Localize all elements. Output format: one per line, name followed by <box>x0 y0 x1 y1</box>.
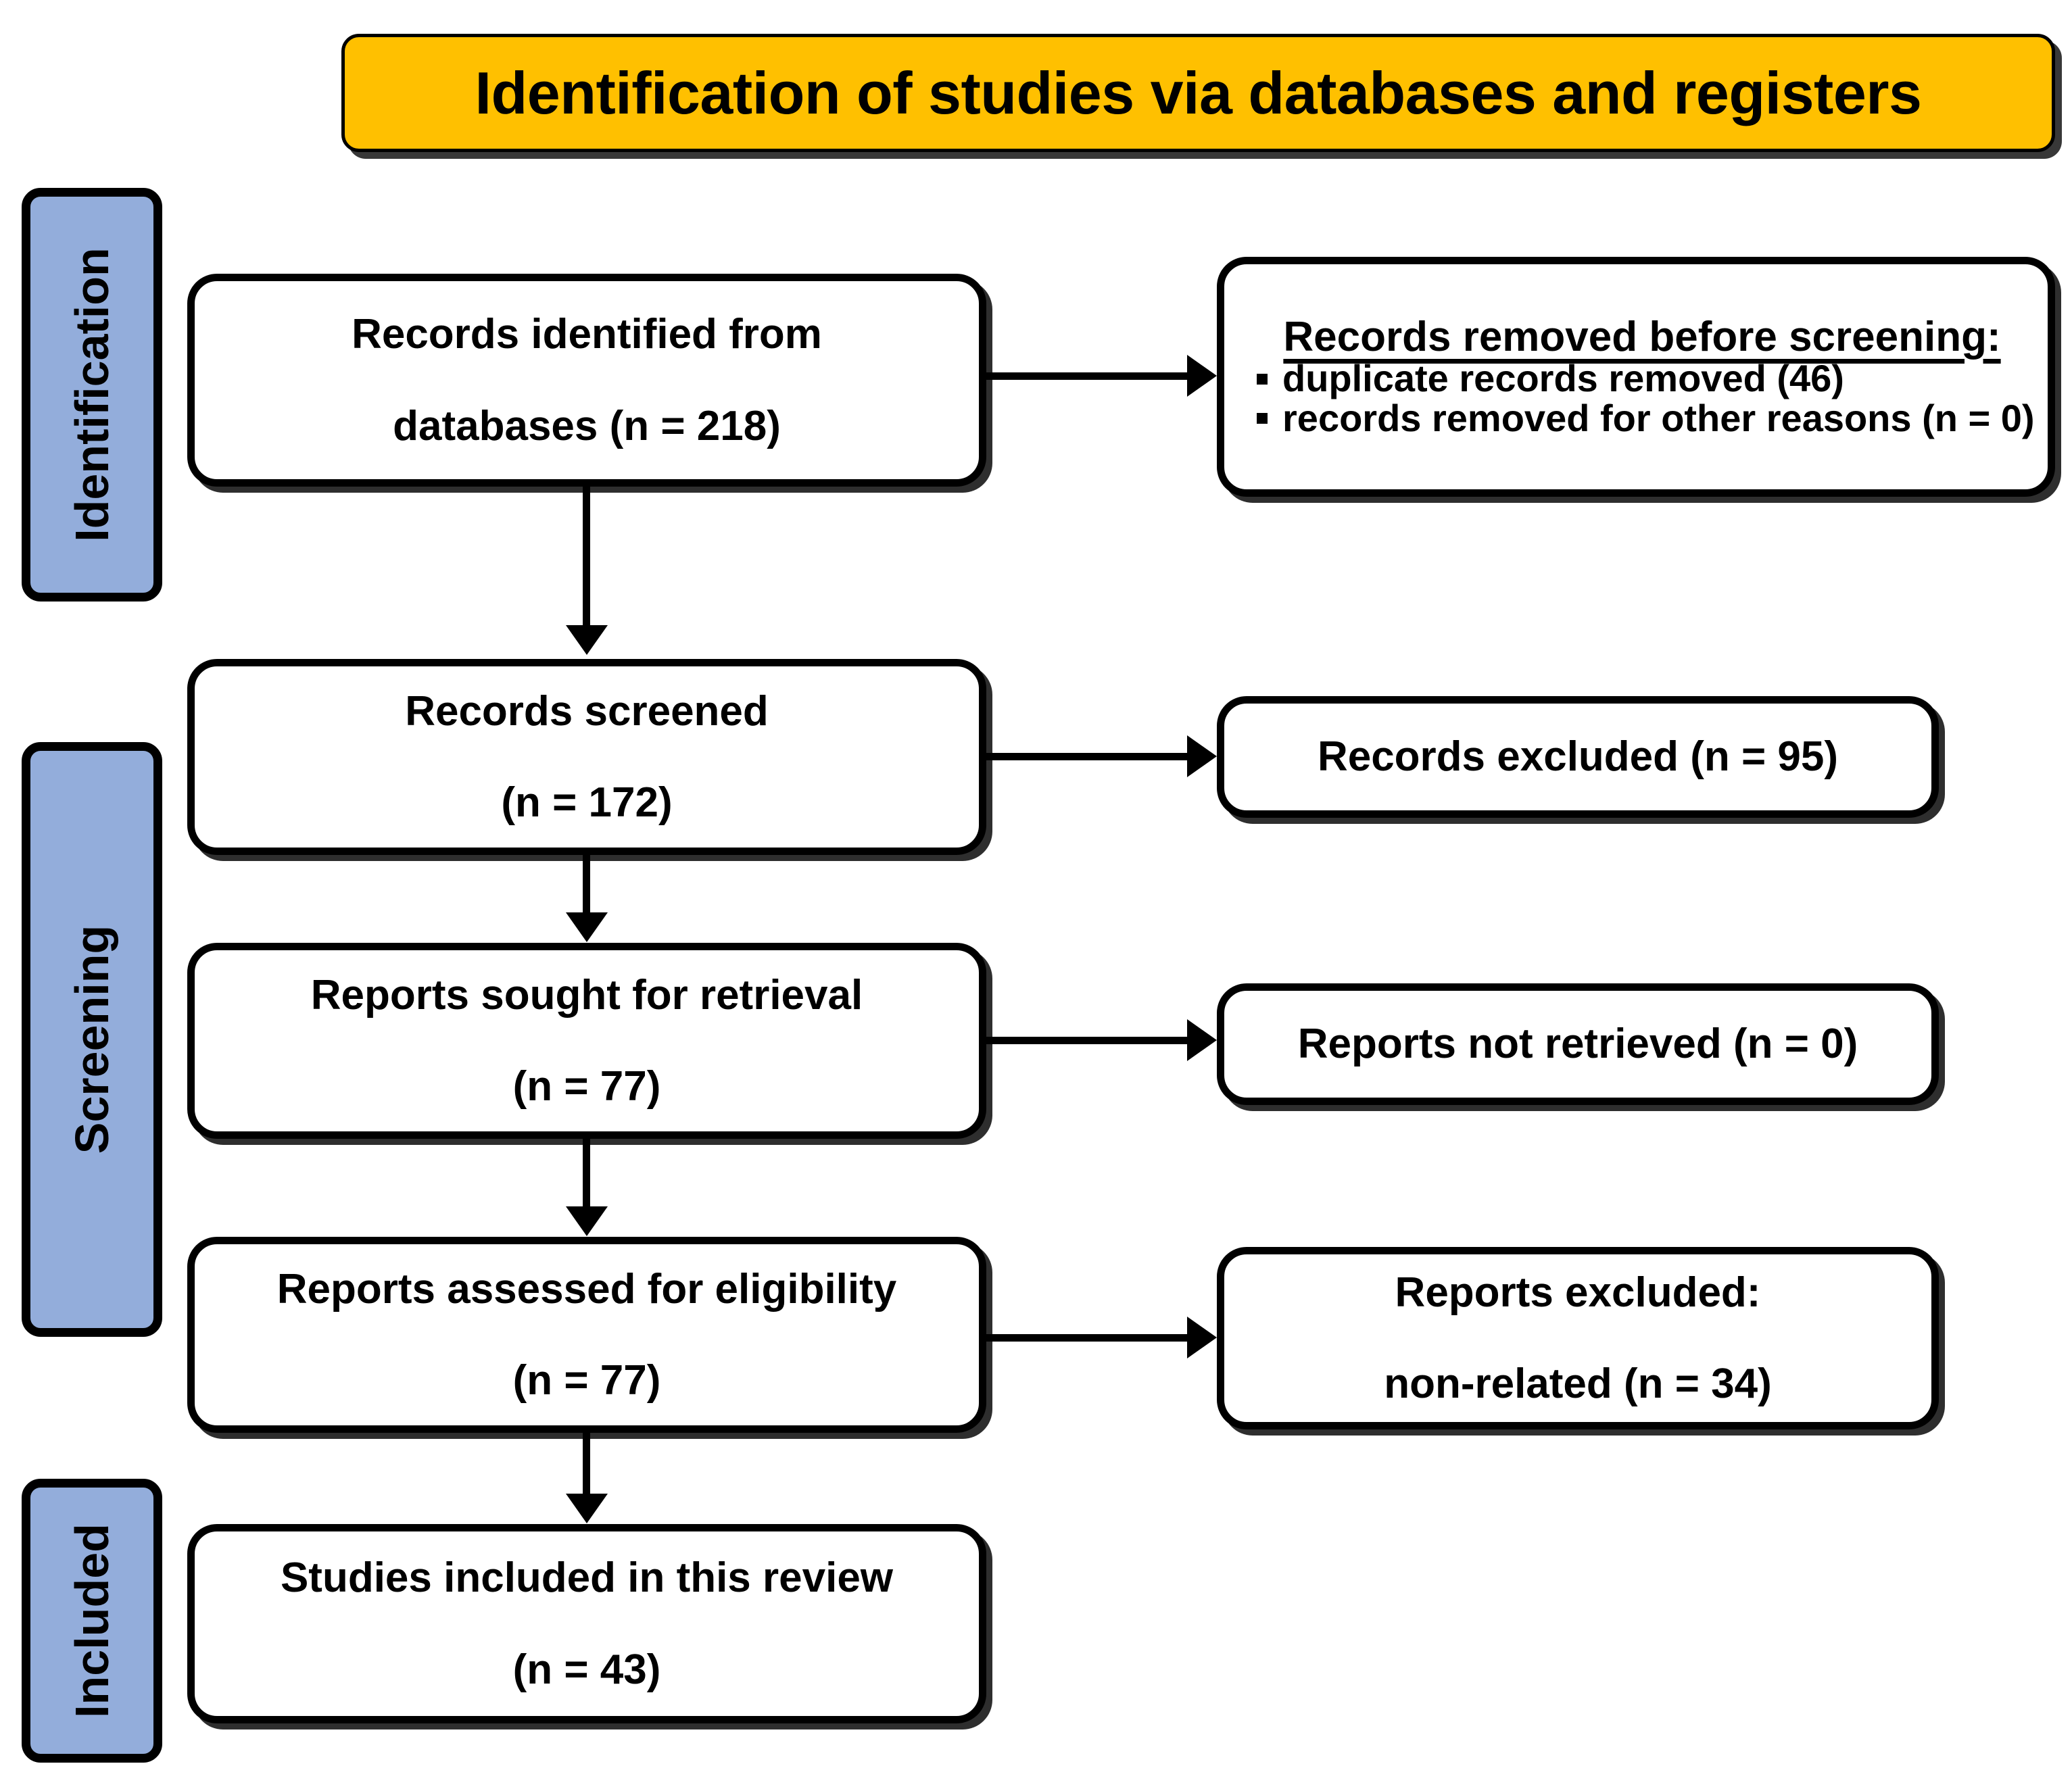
box-reports-not-retrieved: Reports not retrieved (n = 0) <box>1217 983 1939 1105</box>
box-records-removed: Records removed before screening: duplic… <box>1217 257 2055 497</box>
connector-sought-to-assessed <box>583 1139 590 1206</box>
box-studies-included: Studies included in this review (n = 43) <box>187 1524 986 1723</box>
connector-identified-to-screened <box>583 487 590 625</box>
records-removed-bullet-1-text: duplicate records removed (46) <box>1282 357 1844 400</box>
records-removed-bullet-1: duplicate records removed (46) <box>1257 357 1844 400</box>
reports-excluded-line-2: non-related (n = 34) <box>1384 1360 1772 1407</box>
reports-sought-line-2: (n = 77) <box>512 1063 661 1110</box>
reports-assessed-line-2: (n = 77) <box>512 1357 661 1404</box>
records-removed-bullet-2: records removed for other reasons (n = 0… <box>1257 397 2035 440</box>
studies-included-line-1: Studies included in this review <box>280 1554 894 1602</box>
records-screened-line-2: (n = 172) <box>501 779 673 826</box>
connector-sought-to-not-retrieved <box>986 1037 1187 1044</box>
arrowhead-down-icon <box>566 1206 608 1236</box>
stage-label-screening: Screening <box>66 925 119 1154</box>
records-excluded-line-1: Records excluded (n = 95) <box>1317 733 1839 781</box>
stage-band-identification: Identification <box>22 188 162 602</box>
bullet-square-icon <box>1257 413 1268 424</box>
reports-assessed-line-1: Reports assessed for eligibility <box>276 1265 897 1313</box>
reports-sought-line-1: Reports sought for retrieval <box>310 971 863 1019</box>
diagram-title-banner: Identification of studies via databases … <box>341 34 2055 152</box>
records-identified-line-1: Records identified from <box>352 311 822 358</box>
box-reports-assessed: Reports assessed for eligibility (n = 77… <box>187 1237 986 1433</box>
box-records-screened: Records screened (n = 172) <box>187 659 986 855</box>
arrowhead-right-icon <box>1187 1317 1217 1358</box>
arrowhead-down-icon <box>566 912 608 942</box>
bullet-square-icon <box>1257 373 1268 385</box>
arrowhead-right-icon <box>1187 355 1217 397</box>
box-records-identified: Records identified from databases (n = 2… <box>187 274 986 487</box>
connector-screened-to-excluded <box>986 753 1187 760</box>
records-identified-line-2: databases (n = 218) <box>393 402 781 449</box>
arrowhead-down-icon <box>566 625 608 655</box>
diagram-title: Identification of studies via databases … <box>475 59 1922 126</box>
records-removed-bullet-2-text: records removed for other reasons (n = 0… <box>1282 397 2035 440</box>
reports-not-retrieved-line-1: Reports not retrieved (n = 0) <box>1297 1021 1858 1068</box>
reports-excluded-line-1: Reports excluded: <box>1395 1269 1761 1316</box>
records-screened-line-1: Records screened <box>405 687 769 735</box>
stage-band-screening: Screening <box>22 742 162 1337</box>
connector-assessed-to-included <box>583 1433 590 1494</box>
stage-label-identification: Identification <box>66 247 118 542</box>
stage-band-included: Included <box>22 1479 162 1763</box>
box-records-excluded: Records excluded (n = 95) <box>1217 696 1939 818</box>
arrowhead-right-icon <box>1187 735 1217 777</box>
box-reports-excluded: Reports excluded: non-related (n = 34) <box>1217 1247 1939 1429</box>
connector-identified-to-removed <box>986 372 1187 380</box>
studies-included-line-2: (n = 43) <box>512 1646 661 1693</box>
arrowhead-right-icon <box>1187 1019 1217 1061</box>
connector-assessed-to-reports-excluded <box>986 1334 1187 1342</box>
stage-label-included: Included <box>66 1523 119 1718</box>
box-reports-sought: Reports sought for retrieval (n = 77) <box>187 943 986 1139</box>
connector-screened-to-sought <box>583 855 590 912</box>
arrowhead-down-icon <box>566 1494 608 1523</box>
records-removed-header: Records removed before screening: <box>1283 314 2001 361</box>
